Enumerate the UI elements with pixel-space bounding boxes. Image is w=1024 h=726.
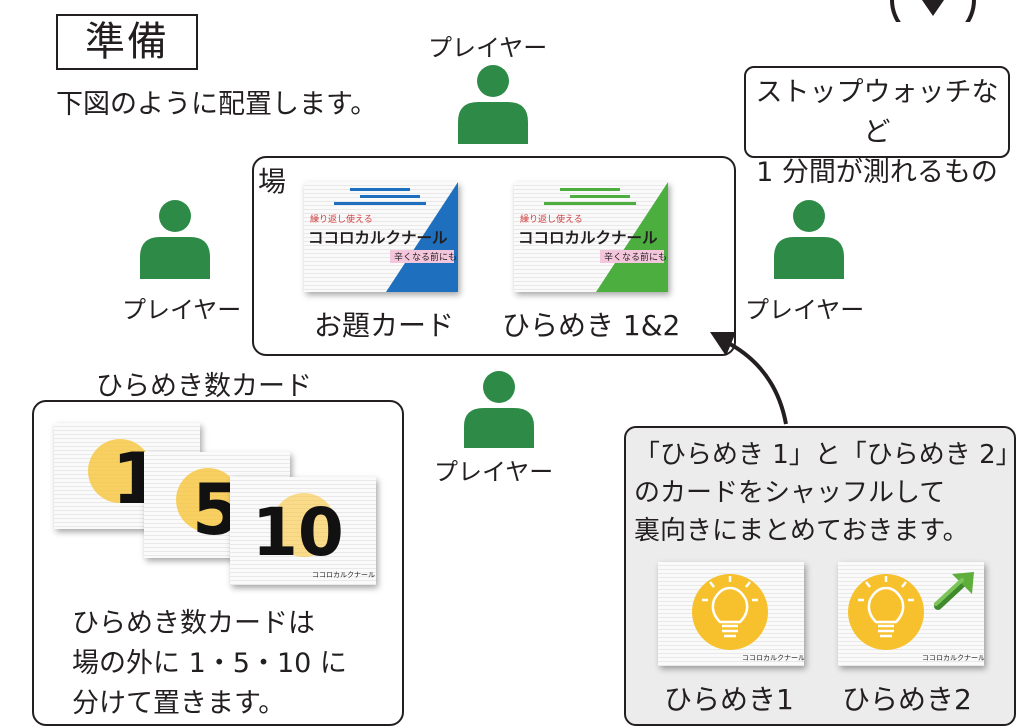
hirameki-2-card: ココロカルクナール: [838, 562, 984, 666]
hirameki-1-caption: ひらめき1: [664, 683, 794, 716]
player-left-icon: [140, 200, 210, 279]
hirameki-1-card-logo: ココロカルクナール: [742, 654, 804, 662]
hirameki-back-card: 繰り返し使える ココロカルクナール 辛くなる前にも: [514, 182, 668, 292]
player-bottom-icon: [464, 371, 534, 448]
topic-card-tag: 辛くなる前にも: [394, 251, 457, 263]
compass-icon: [890, 0, 976, 22]
hirameki-number-area: [32, 400, 404, 726]
hirameki-back-card-caption: ひらめき 1&2: [502, 309, 681, 342]
player-right-label: プレイヤー: [745, 296, 865, 324]
shuffle-line3: 裏向きにまとめておきます。: [634, 516, 969, 546]
hirameki-number-desc-line3: 分けて置きます。: [72, 688, 286, 719]
hirameki-2-card-logo: ココロカルクナール: [922, 654, 984, 662]
player-left-label: プレイヤー: [122, 296, 242, 324]
page-title: 準備: [56, 14, 198, 70]
shuffle-line1: 「ひらめき 1」と「ひらめき 2」: [634, 440, 1022, 470]
hirameki-number-10-logo: ココロカルクナール: [312, 571, 375, 579]
stopwatch-line2: 1 分間が測れるもの: [756, 157, 998, 188]
shuffle-line2: のカードをシャッフルして: [634, 478, 946, 508]
hirameki-1-card: ココロカルクナール: [658, 562, 804, 666]
player-right-icon: [774, 200, 844, 279]
hirameki-back-card-tag: 辛くなる前にも: [604, 251, 667, 263]
hirameki-number-desc-line1: ひらめき数カードは: [72, 608, 315, 639]
topic-card: 繰り返し使える ココロカルクナール 辛くなる前にも: [304, 182, 458, 292]
intro-text: 下図のように配置します。: [56, 89, 378, 120]
hirameki-number-desc-line2: 場の外に 1・5・10 に: [72, 648, 347, 679]
field-label: 場: [258, 165, 287, 198]
hirameki-2-caption: ひらめき2: [842, 683, 972, 716]
hirameki-back-card-logo: ココロカルクナール: [518, 229, 658, 247]
topic-card-caption: お題カード: [314, 309, 455, 342]
shuffle-instructions: 「ひらめき 1」と「ひらめき 2」 のカードをシャッフルして 裏向きにまとめてお…: [634, 436, 1022, 550]
player-top-icon: [458, 65, 528, 144]
stopwatch-note: ストップウォッチなど 1 分間が測れるもの: [744, 66, 1010, 188]
lightbulb-icon: [858, 576, 914, 638]
arrow-up-right-icon: [934, 572, 974, 610]
player-bottom-label: プレイヤー: [434, 458, 554, 486]
topic-card-small-text: 繰り返し使える: [310, 213, 373, 225]
hirameki-back-card-small-text: 繰り返し使える: [520, 213, 583, 225]
curved-arrow-icon: [710, 332, 788, 425]
hirameki-number-description: ひらめき数カードは 場の外に 1・5・10 に 分けて置きます。: [72, 604, 347, 724]
hirameki-number-card-10: 10 ココロカルクナール: [230, 477, 376, 585]
lightbulb-icon: [702, 576, 758, 638]
topic-card-logo: ココロカルクナール: [308, 229, 448, 247]
player-top-label: プレイヤー: [428, 34, 548, 62]
hirameki-number-10-value: 10: [252, 494, 344, 571]
hirameki-number-title: ひらめき数カード: [96, 371, 312, 402]
field-area: [252, 156, 736, 356]
stopwatch-line1: ストップウォッチなど: [755, 77, 999, 148]
